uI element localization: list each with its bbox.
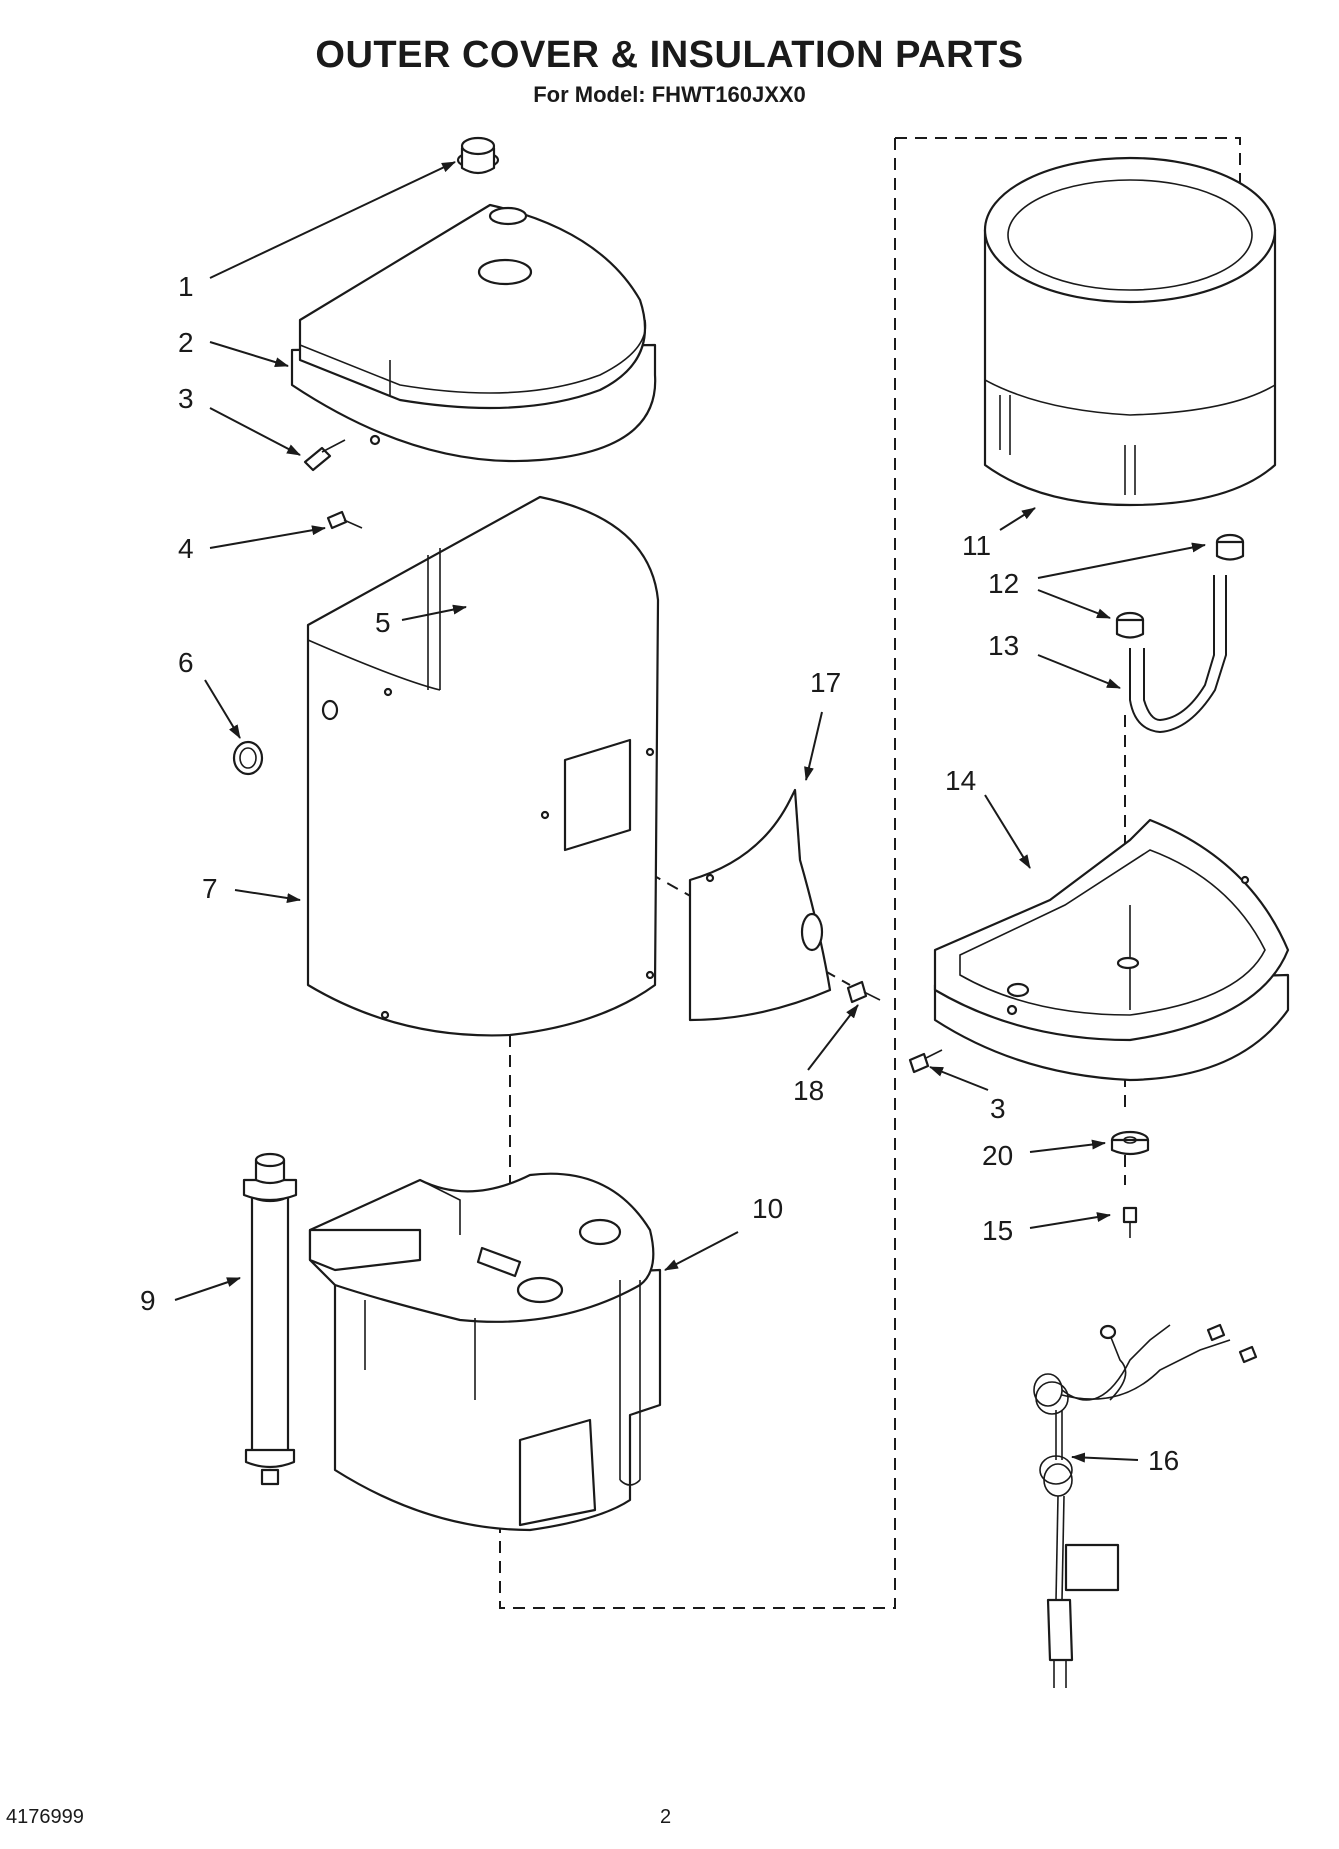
callout-7: 7: [202, 873, 218, 904]
callout-1: 1: [178, 271, 194, 302]
callout-17: 17: [810, 667, 841, 698]
top-cover-part: [290, 203, 657, 463]
bottom-insulation-part: [308, 1172, 662, 1532]
callout-3: 3: [178, 383, 194, 414]
callout-13: 13: [988, 630, 1019, 661]
callout-10: 10: [752, 1193, 783, 1224]
document-number: 4176999: [6, 1806, 84, 1828]
screw-part: [303, 439, 346, 472]
page-title: OUTER COVER & INSULATION PARTS: [315, 34, 1024, 76]
callout-6: 6: [178, 647, 194, 678]
callout-20: 20: [982, 1140, 1013, 1171]
callout-15: 15: [982, 1215, 1013, 1246]
top-plug-part: [456, 136, 500, 175]
anode-rod-part: [242, 1152, 298, 1486]
power-cord-part: [1033, 1323, 1258, 1688]
callout-14: 14: [945, 765, 976, 796]
screw-part: [908, 1049, 943, 1074]
callout-16: 16: [1148, 1445, 1179, 1476]
insulation-blanket-part: [983, 156, 1277, 507]
callout-9: 9: [140, 1285, 156, 1316]
callout-labels: 1 2 3 4 5 6 7 17 9 10 11 12 13 14 18 3 2…: [140, 271, 1179, 1476]
heat-shield-part: [688, 788, 832, 1022]
leader-lines: [174, 161, 1206, 1463]
outer-shell-part: [306, 495, 660, 1037]
screw-part: [1122, 1206, 1138, 1238]
callout-5: 5: [375, 607, 391, 638]
callout-18: 18: [793, 1075, 824, 1106]
callout-11: 11: [962, 530, 991, 561]
model-subtitle: For Model: FHWT160JXX0: [533, 82, 806, 107]
callout-12: 12: [988, 568, 1019, 599]
callout-2: 2: [178, 327, 194, 358]
page-number: 2: [660, 1806, 672, 1828]
grommet-part: [1215, 533, 1245, 561]
washer-part: [1110, 1130, 1150, 1156]
grommet-part: [1115, 611, 1145, 639]
callout-4: 4: [178, 533, 194, 564]
bottom-pan-part: [933, 818, 1290, 1082]
side-plug-part: [232, 740, 264, 776]
screw-part: [846, 980, 881, 1004]
tube-part: [1129, 575, 1227, 734]
callout-3-right: 3: [990, 1093, 1006, 1124]
screw-part: [326, 510, 363, 530]
